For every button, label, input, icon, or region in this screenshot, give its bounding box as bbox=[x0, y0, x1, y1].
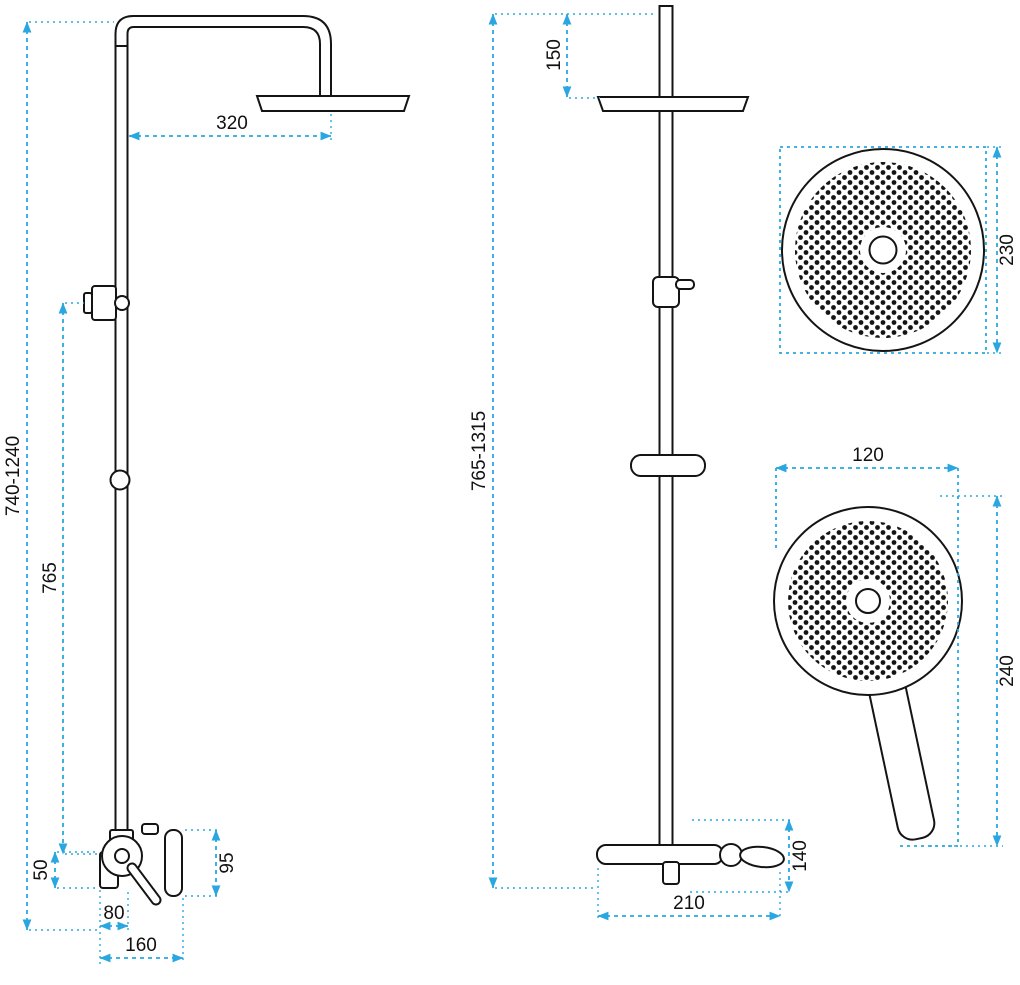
mixer-body-front bbox=[596, 844, 724, 865]
front-view: 150 765-1315 140 210 bbox=[469, 5, 811, 921]
mixer-valve-hub-side bbox=[114, 848, 130, 864]
overhead-shower-center-hole bbox=[868, 235, 898, 265]
dim-hand-shower-width: 120 bbox=[775, 445, 959, 473]
dim-front-total-height: 765-1315 bbox=[469, 13, 597, 889]
hand-shower-center-hole bbox=[855, 588, 881, 614]
dim-spout-reach-label: 80 bbox=[103, 903, 124, 924]
dim-escutcheon-height: 95 bbox=[185, 829, 238, 897]
overhead-shower-side bbox=[255, 95, 411, 112]
riser-pipe-front bbox=[658, 5, 674, 846]
dim-spout-height: 50 bbox=[31, 851, 98, 889]
dim-hand-shower-length-label: 240 bbox=[997, 655, 1018, 687]
riser-pipe bbox=[114, 45, 129, 833]
side-view-dimensions: 320 740-1240 765 50 bbox=[3, 21, 332, 964]
soap-dish bbox=[630, 454, 706, 477]
overhead-shower-view: 230 bbox=[779, 146, 1018, 354]
dim-total-height: 740-1240 bbox=[3, 21, 114, 931]
diverter-hub bbox=[114, 295, 130, 311]
slider-clamp-front bbox=[652, 276, 680, 308]
front-view-dimensions: 150 765-1315 140 210 bbox=[469, 13, 811, 921]
mixer-top-knob-side bbox=[141, 823, 159, 835]
diverter-knob-body bbox=[91, 285, 117, 321]
dim-mixer-depth-label: 160 bbox=[125, 935, 157, 956]
dim-total-height-label: 740-1240 bbox=[3, 436, 24, 516]
dim-overhead-diameter: 230 bbox=[987, 146, 1018, 354]
side-view: 320 740-1240 765 50 bbox=[3, 15, 411, 964]
hose-outlet-front bbox=[662, 861, 680, 885]
dim-column-height: 765 bbox=[40, 302, 100, 855]
overhead-shower-front bbox=[596, 96, 750, 112]
slider-ring bbox=[109, 469, 131, 491]
diverter-knob-cap bbox=[83, 292, 93, 314]
dim-escutcheon-height-label: 95 bbox=[217, 852, 238, 873]
hand-shower-view: 120 240 bbox=[773, 445, 1018, 847]
dim-hand-shower-length: 240 bbox=[930, 495, 1018, 847]
mixer-cartridge-front bbox=[719, 843, 743, 867]
dim-overhead-diameter-label: 230 bbox=[997, 234, 1018, 266]
shower-arm bbox=[114, 15, 332, 98]
hand-shower-bounding-box bbox=[775, 468, 959, 847]
dim-spout-height-label: 50 bbox=[31, 859, 52, 880]
dim-mixer-width: 210 bbox=[597, 868, 781, 921]
dim-spout-reach: 80 bbox=[99, 890, 129, 964]
dim-mixer-height-label: 140 bbox=[790, 840, 811, 872]
dim-mixer-depth: 160 bbox=[99, 898, 184, 963]
dim-top-section-label: 150 bbox=[544, 39, 565, 71]
dim-arm-width-label: 320 bbox=[216, 113, 248, 134]
dim-mixer-height: 140 bbox=[690, 819, 811, 893]
dim-column-height-label: 765 bbox=[40, 562, 61, 594]
dim-mixer-width-label: 210 bbox=[673, 893, 705, 914]
dim-hand-shower-width-label: 120 bbox=[852, 445, 884, 466]
mixer-lever-front bbox=[739, 845, 785, 869]
wall-escutcheon-side bbox=[164, 829, 183, 897]
dim-arm-width: 320 bbox=[128, 113, 332, 144]
slider-lever-front bbox=[675, 279, 695, 290]
dim-front-total-height-label: 765-1315 bbox=[469, 411, 490, 491]
side-view-outline bbox=[83, 15, 411, 906]
dim-top-section: 150 bbox=[495, 13, 656, 99]
front-view-outline bbox=[596, 5, 785, 885]
overhead-shower-bounding-box bbox=[779, 146, 987, 354]
mixer-lever-side-fill bbox=[128, 864, 160, 904]
